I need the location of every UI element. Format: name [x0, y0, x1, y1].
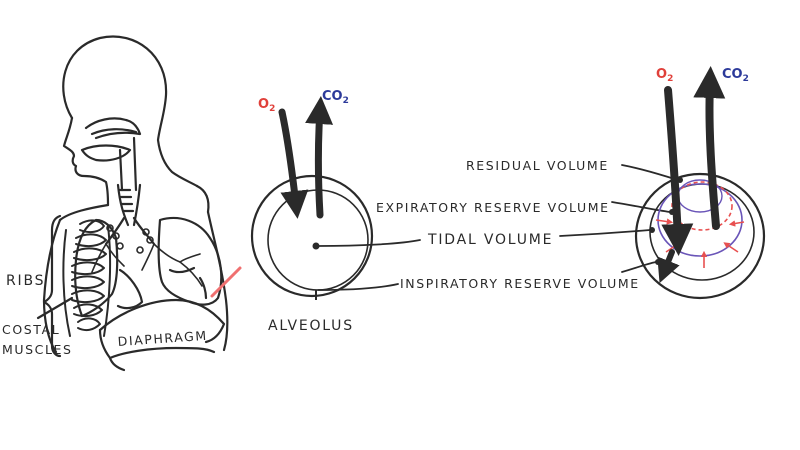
lung-volumes-figure — [636, 82, 764, 298]
expiratory-reserve-volume-label: EXPIRATORY RESERVE VOLUME — [376, 200, 610, 215]
tidal-volume-dot — [649, 227, 655, 233]
trachea-outline — [120, 138, 136, 190]
lung-co2-out-arrow — [709, 82, 716, 226]
co2-out-arrow — [319, 110, 321, 215]
alveolus-co2-label: CO2 — [322, 89, 349, 106]
rib-cage — [63, 220, 110, 336]
lung-o2-label: O2 — [656, 67, 673, 84]
inspiratory-reserve-volume-label: INSPIRATORY RESERVE VOLUME — [400, 276, 640, 291]
head-outline — [63, 37, 197, 186]
costal-muscles-label-line1: COSTAL — [2, 322, 60, 337]
residual-dot — [677, 177, 683, 183]
shoulder-outline — [197, 186, 208, 212]
lung-co2-label: CO2 — [722, 67, 749, 84]
costal-muscles-label-line2: MUSCLES — [2, 342, 73, 357]
alveolus-label: ALVEOLUS — [268, 318, 354, 334]
diaphragm-label: DIAPHRAGM — [117, 328, 208, 349]
alveolus-outer-circle — [252, 176, 372, 296]
alveolus-figure — [252, 110, 372, 300]
human-torso-figure — [38, 37, 227, 370]
residual-volume-label: RESIDUAL VOLUME — [466, 158, 609, 173]
oxygen-in-arrow — [282, 112, 296, 205]
tidal-volume-ring — [658, 184, 742, 256]
expiratory-reserve-dot — [669, 209, 675, 215]
alveolus-o2-label: O2 — [258, 97, 275, 114]
inspiratory-reserve-dot — [655, 259, 661, 265]
ribs-label: RIBS — [6, 273, 45, 289]
highlight-marker — [212, 268, 240, 296]
lung-oxygen-in-arrow — [668, 90, 678, 240]
mouth-cavity — [82, 146, 130, 161]
tidal-volume-label: TIDAL VOLUME — [427, 232, 553, 248]
lung-down-arrow — [664, 252, 672, 272]
